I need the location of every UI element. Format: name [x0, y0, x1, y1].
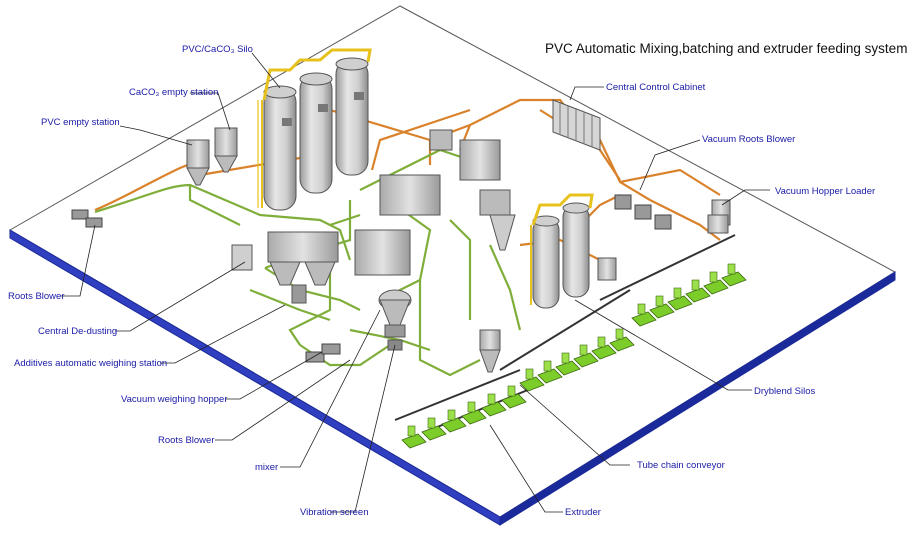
- label-dryblend-silos: Dryblend Silos: [754, 386, 816, 397]
- roots-blower-units-left: [71, 209, 341, 363]
- label-vibration-screen: Vibration screen: [300, 507, 369, 518]
- extruder-hopper: [407, 425, 416, 437]
- label-vacuum-roots-blower: Vacuum Roots Blower: [702, 134, 796, 145]
- diagram-title: PVC Automatic Mixing,batching and extrud…: [545, 41, 908, 56]
- pvc-caco3-silos: [257, 48, 372, 211]
- label-tube-chain-conveyor: Tube chain conveyor: [637, 460, 725, 471]
- label-pvc-caco3-silo: PVC/CaCO₃ Silo: [182, 44, 253, 55]
- extruder-hopper: [655, 295, 664, 307]
- extruder-hopper: [543, 360, 552, 372]
- extruder-hopper: [447, 409, 456, 421]
- extruder-hopper: [597, 336, 606, 348]
- label-additives-weighing: Additives automatic weighing station: [14, 358, 168, 369]
- extruder-hopper: [615, 328, 624, 340]
- label-extruder: Extruder: [565, 507, 601, 518]
- extruder-hopper: [507, 385, 516, 397]
- extruder-hopper: [727, 263, 736, 275]
- mixer-units: [354, 129, 516, 351]
- extruder-hopper: [561, 352, 570, 364]
- control-cabinet: [552, 99, 601, 151]
- label-roots-blower-left: Roots Blower: [8, 291, 65, 302]
- label-vacuum-hopper-loader: Vacuum Hopper Loader: [775, 186, 876, 197]
- vacuum-weighing-hoppers: [479, 214, 729, 373]
- extruder-hopper: [637, 303, 646, 315]
- extruder-hopper: [467, 401, 476, 413]
- dryblend-silo-tanks: [530, 193, 594, 309]
- label-vacuum-weighing-hopper: Vacuum weighing hopper: [121, 394, 228, 405]
- extruder-hopper: [427, 417, 436, 429]
- empty-stations: [186, 127, 238, 186]
- floor-slab: [9, 5, 896, 526]
- extruder-hopper: [691, 279, 700, 291]
- label-mixer: mixer: [255, 462, 279, 473]
- extruder-machines: [401, 263, 747, 449]
- label-roots-blower-bottom: Roots Blower: [158, 435, 215, 446]
- leader-lines: [60, 52, 770, 513]
- label-pvc-empty-station: PVC empty station: [41, 117, 120, 128]
- label-central-de-dusting: Central De-dusting: [38, 326, 118, 337]
- extruder-hopper: [487, 393, 496, 405]
- additives-weighing-station: [231, 231, 339, 304]
- extruder-hopper: [709, 271, 718, 283]
- extruder-hopper: [579, 344, 588, 356]
- label-caco3-empty-station: CaCO₃ empty station: [129, 87, 219, 98]
- extruder-hopper: [525, 368, 534, 380]
- label-central-control-cabinet: Central Control Cabinet: [606, 82, 706, 93]
- extruder-hopper: [673, 287, 682, 299]
